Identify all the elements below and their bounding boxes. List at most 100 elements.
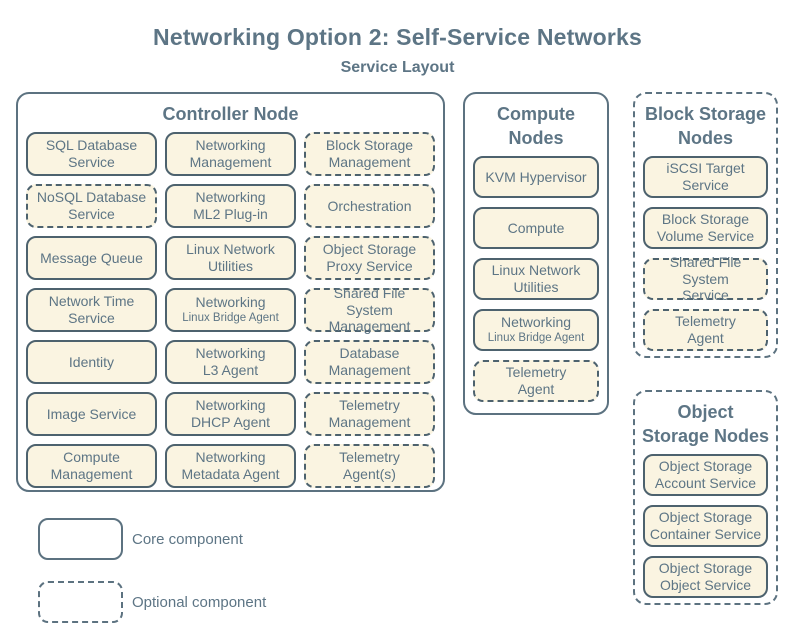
node-label: Networking (195, 449, 266, 466)
node-label: Block Storage (325, 137, 414, 154)
node-label: Telemetry (339, 397, 400, 414)
node-label: Database (339, 345, 400, 362)
node-sublabel: Service (682, 287, 729, 304)
legend-core-sample-shape (38, 518, 123, 560)
node-sublabel: Linux Bridge Agent (182, 312, 279, 325)
node-sublabel: Service (68, 310, 115, 326)
object-storage-nodes-header-line1: Object (677, 402, 734, 422)
compute-nodes-header-line1: Compute (497, 104, 575, 124)
node-label: KVM Hypervisor (485, 168, 587, 185)
page-subtitle: Service Layout (340, 59, 455, 76)
node-sublabel: Linux Bridge Agent (487, 332, 585, 345)
node-sublabel: Service (682, 177, 729, 193)
node-label: Orchestration (327, 197, 412, 214)
node-sublabel: Service (68, 154, 115, 170)
core-component-box: Image Service (26, 392, 157, 436)
node-sublabel: Management (328, 154, 411, 170)
page-title: Networking Option 2: Self-Service Networ… (153, 24, 642, 50)
core-component-box: Compute (473, 207, 599, 249)
node-label: Compute (507, 219, 565, 236)
optional-component-box: Orchestration (304, 184, 435, 228)
node-sublabel: Management (328, 362, 411, 378)
compute-nodes-header: Compute Nodes (465, 102, 607, 150)
node-sublabel: Management (189, 154, 272, 170)
legend-core-label: Core component (132, 531, 243, 548)
block-storage-nodes-header: Block Storage Nodes (635, 102, 776, 150)
node-label: Network Time (48, 293, 135, 310)
node-label: Networking (195, 189, 266, 206)
node-sublabel: Metadata Agent (181, 466, 280, 482)
node-sublabel: Volume Service (656, 228, 755, 244)
node-label: Networking (195, 397, 266, 414)
legend-optional-sample-shape (38, 581, 123, 623)
node-sublabel: Agent (687, 330, 724, 346)
node-sublabel: Container Service (649, 526, 762, 542)
object-storage-nodes-header-line2: Storage Nodes (641, 426, 770, 446)
legend-optional-label: Optional component (132, 594, 267, 611)
node-label: Networking (195, 345, 266, 362)
node-sublabel: Management (328, 414, 411, 430)
node-label: Linux Network (491, 262, 581, 279)
core-component-box: KVM Hypervisor (473, 156, 599, 198)
node-label: Networking (500, 314, 572, 331)
node-sublabel: Management (328, 318, 411, 335)
core-component-box: Message Queue (26, 236, 157, 280)
controller-node-header-line1: Controller Node (162, 104, 299, 124)
node-label: Compute (63, 449, 120, 466)
node-label: Telemetry (505, 364, 567, 381)
node-label: Linux Network (186, 241, 275, 258)
node-label: Telemetry (339, 449, 400, 466)
node-sublabel: Object Service (659, 577, 752, 593)
node-sublabel: Agent(s) (343, 466, 396, 482)
node-label: Telemetry (675, 313, 736, 330)
node-label: SQL Database (45, 137, 138, 154)
node-label: Networking (195, 294, 266, 311)
node-sublabel: Management (50, 466, 133, 482)
node-label: Block Storage (661, 211, 750, 228)
node-label: Shared File System (333, 284, 406, 318)
node-sublabel: Agent (517, 381, 555, 397)
node-label: Identity (68, 353, 115, 370)
node-label: Object Storage (658, 458, 753, 475)
node-sublabel: Proxy Service (326, 258, 413, 274)
node-sublabel: ML2 Plug-in (193, 206, 268, 222)
object-storage-nodes-header: Object Storage Nodes (635, 400, 776, 448)
node-label: iSCSI Target (666, 160, 745, 177)
node-sublabel: DHCP Agent (190, 414, 271, 430)
node-sublabel: Utilities (207, 258, 254, 274)
block-storage-nodes-header-line1: Block Storage (644, 104, 767, 124)
block-storage-nodes-header-line2: Nodes (677, 128, 733, 148)
